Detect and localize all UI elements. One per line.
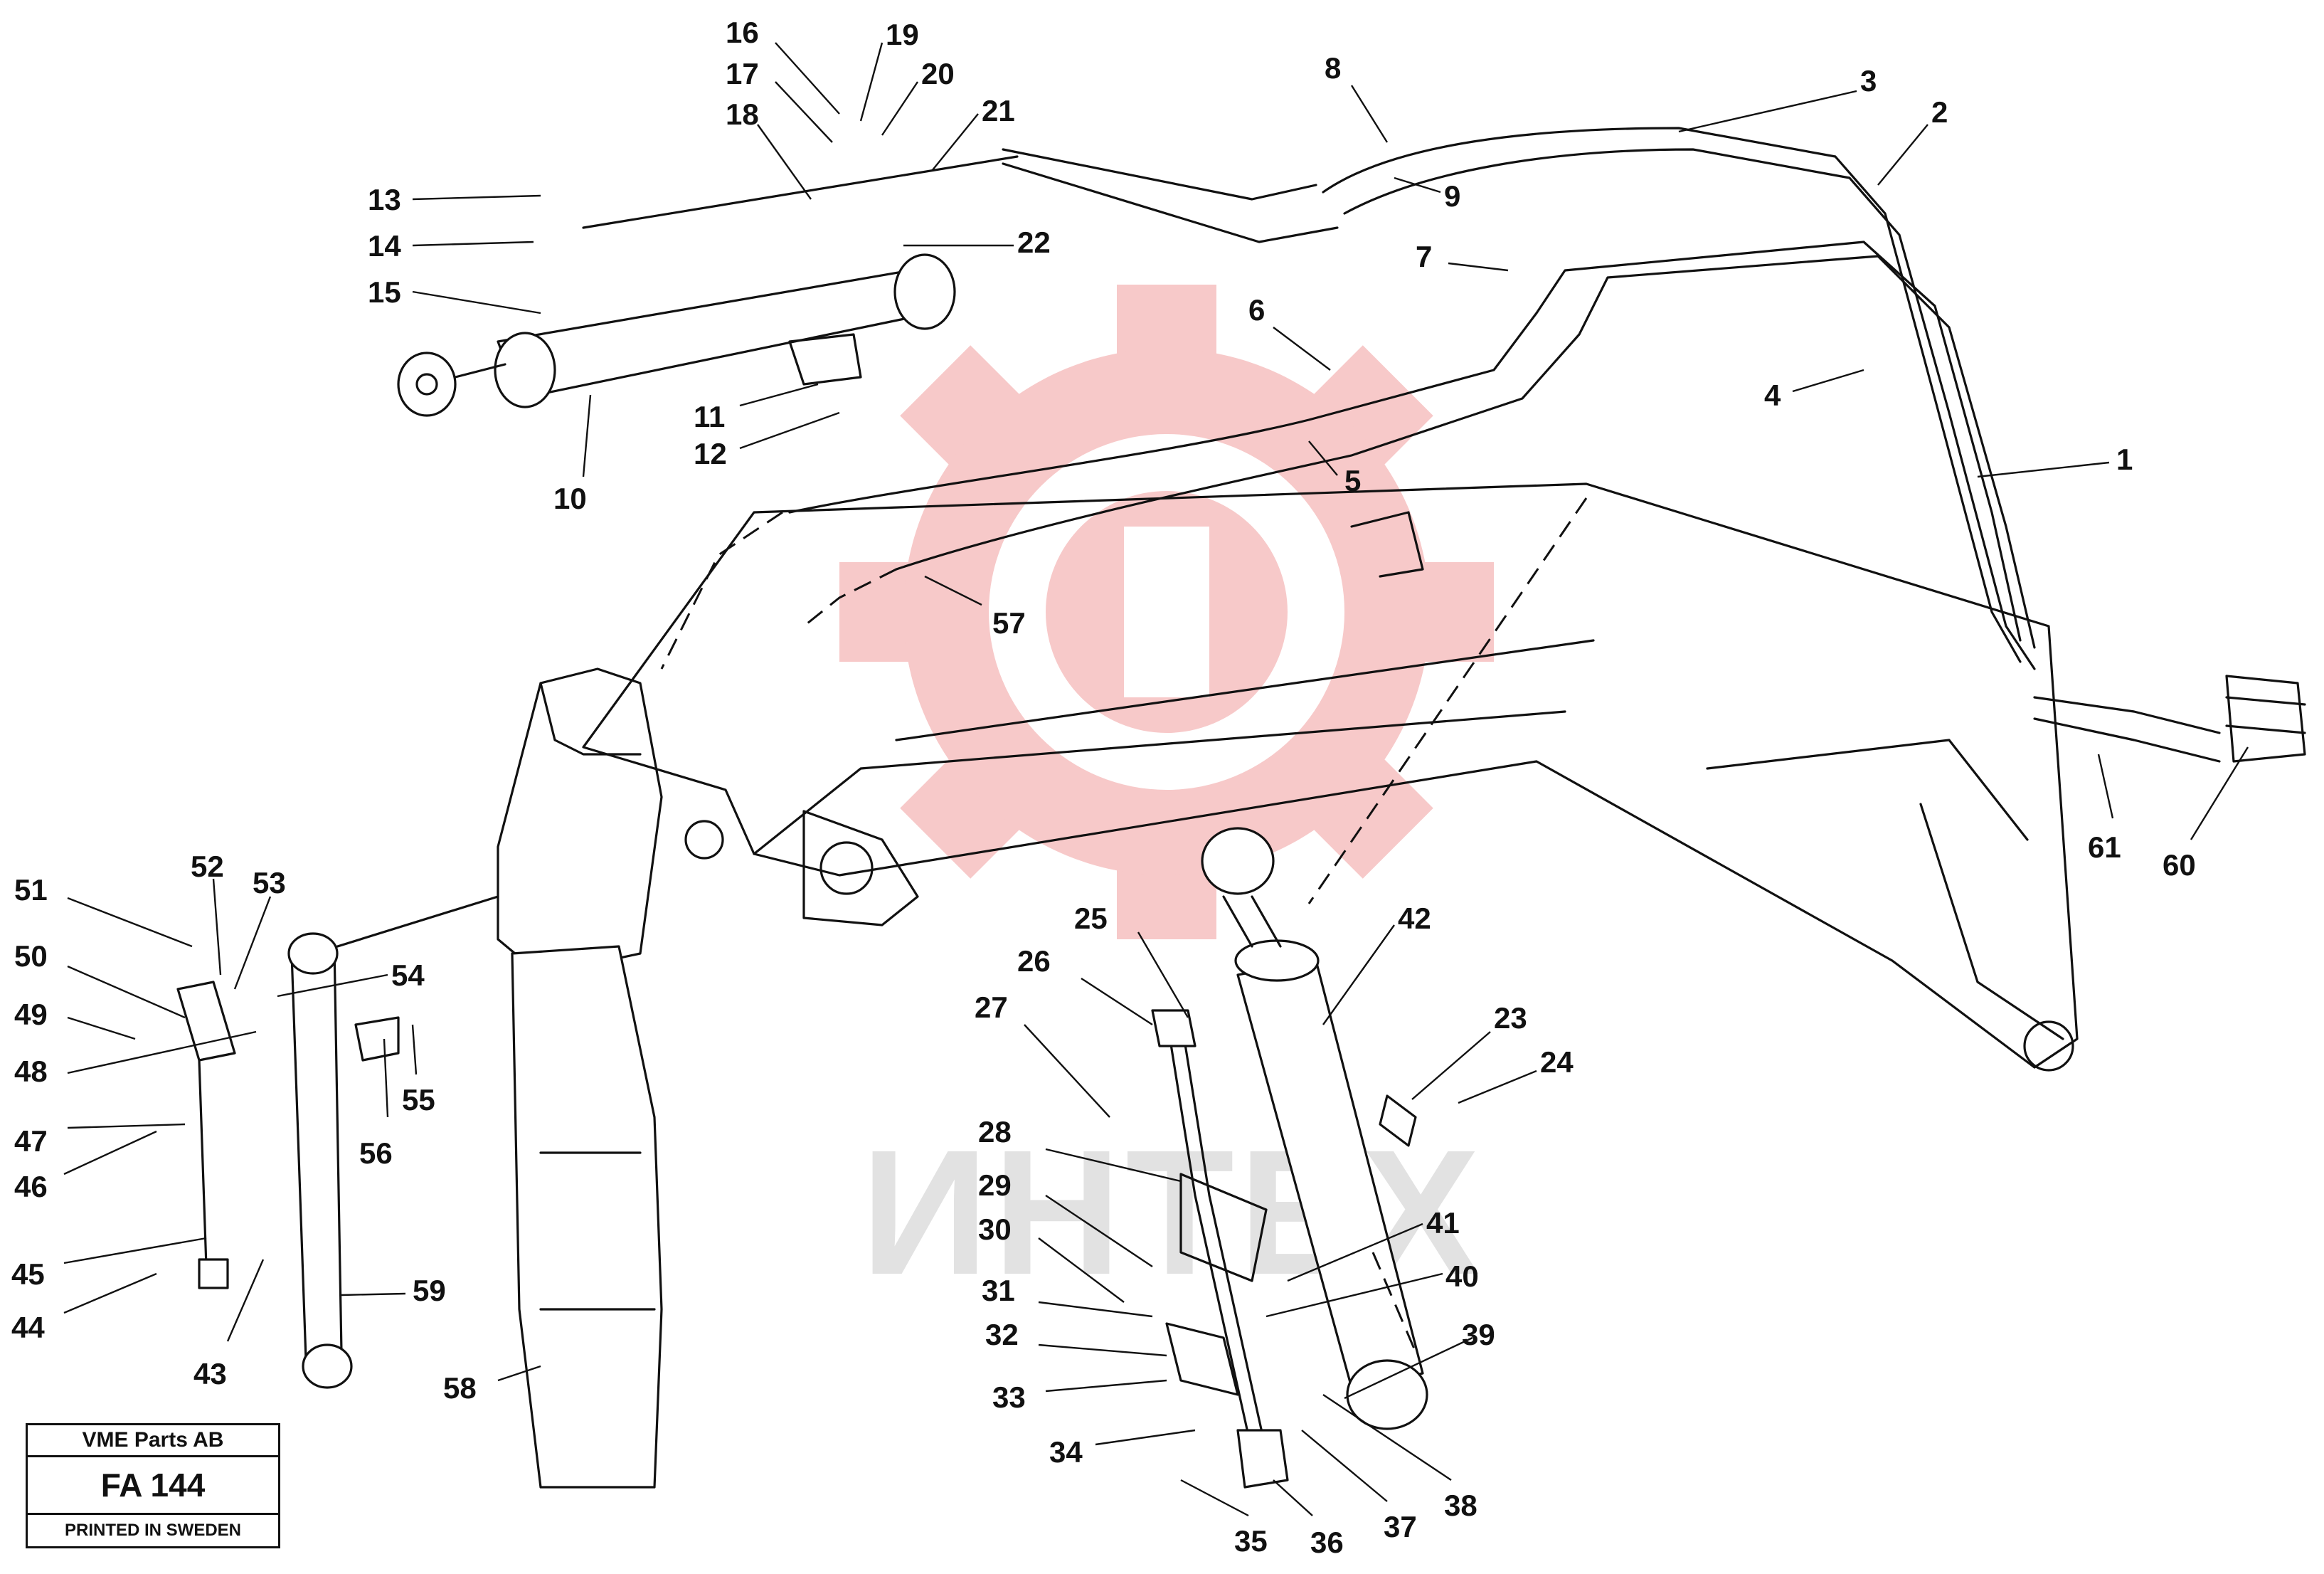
callout-21: 21: [982, 94, 1015, 127]
callout-26: 26: [1017, 944, 1051, 978]
callout-22: 22: [1017, 226, 1051, 259]
callout-25: 25: [1074, 902, 1108, 935]
callout-38: 38: [1444, 1489, 1477, 1522]
callout-20: 20: [921, 57, 955, 90]
arm-cylinder: [1201, 497, 1588, 1430]
callout-60: 60: [2163, 848, 2196, 882]
callout-12: 12: [694, 437, 727, 470]
callout-40: 40: [1445, 1259, 1479, 1293]
callout-36: 36: [1310, 1526, 1344, 1559]
callout-24: 24: [1540, 1045, 1574, 1079]
callout-37: 37: [1384, 1510, 1417, 1543]
callout-51: 51: [14, 873, 48, 907]
lower-linkage: [1151, 1009, 1417, 1489]
callout-57: 57: [992, 606, 1026, 640]
title-block: VME Parts AB FA 144 PRINTED IN SWEDEN: [26, 1423, 280, 1548]
callout-35: 35: [1234, 1524, 1268, 1558]
hydraulic-pipes: [660, 127, 2221, 763]
callout-50: 50: [14, 939, 48, 973]
callout-56: 56: [359, 1136, 393, 1170]
callout-55: 55: [402, 1083, 435, 1116]
callout-58: 58: [443, 1371, 477, 1405]
callout-46: 46: [14, 1170, 48, 1203]
company-name: VME Parts AB: [28, 1425, 278, 1457]
callout-15: 15: [368, 275, 401, 309]
callout-18: 18: [726, 97, 759, 131]
callout-13: 13: [368, 183, 401, 216]
callout-28: 28: [978, 1115, 1012, 1148]
callout-10: 10: [553, 482, 587, 515]
callout-34: 34: [1049, 1435, 1083, 1469]
callout-8: 8: [1325, 51, 1341, 85]
callout-47: 47: [14, 1124, 48, 1158]
main-boom: [497, 482, 2079, 1489]
callout-27: 27: [975, 991, 1008, 1024]
callout-52: 52: [191, 850, 224, 883]
callout-61: 61: [2088, 830, 2121, 864]
callout-29: 29: [978, 1168, 1012, 1202]
callout-49: 49: [14, 998, 48, 1031]
callout-48: 48: [14, 1055, 48, 1088]
callout-5: 5: [1344, 464, 1361, 497]
callout-14: 14: [368, 229, 401, 263]
callout-43: 43: [193, 1357, 227, 1390]
callout-11: 11: [694, 400, 725, 433]
callout-41: 41: [1426, 1206, 1460, 1240]
callout-3: 3: [1860, 64, 1877, 97]
callout-42: 42: [1398, 902, 1431, 935]
callout-23: 23: [1494, 1001, 1527, 1035]
callout-54: 54: [391, 958, 425, 992]
callout-45: 45: [11, 1257, 45, 1291]
callout-53: 53: [253, 866, 286, 899]
callout-33: 33: [992, 1380, 1026, 1414]
watermark-gear-logo: [839, 285, 1494, 939]
left-cylinder-group: [176, 895, 499, 1389]
callout-6: 6: [1248, 293, 1265, 327]
callout-7: 7: [1416, 240, 1432, 273]
upper-cylinder: [397, 155, 1019, 417]
callout-39: 39: [1462, 1318, 1495, 1351]
drawing-number: FA 144: [28, 1457, 278, 1515]
callout-31: 31: [982, 1274, 1015, 1307]
callout-9: 9: [1444, 179, 1460, 213]
callout-2: 2: [1931, 95, 1948, 129]
callout-1: 1: [2116, 443, 2133, 476]
callout-4: 4: [1764, 379, 1781, 412]
callout-17: 17: [726, 57, 759, 90]
callout-group: 1 2 3 4 5 6 7 8 9 10 11 12 13 14 15 16 1: [11, 16, 2249, 1559]
right-valve-block: [2225, 675, 2306, 763]
callout-32: 32: [985, 1318, 1019, 1351]
callout-16: 16: [726, 16, 759, 49]
callout-30: 30: [978, 1213, 1012, 1246]
callout-44: 44: [11, 1311, 45, 1344]
callout-19: 19: [886, 18, 919, 51]
callout-59: 59: [413, 1274, 446, 1307]
print-note: PRINTED IN SWEDEN: [64, 1521, 241, 1540]
